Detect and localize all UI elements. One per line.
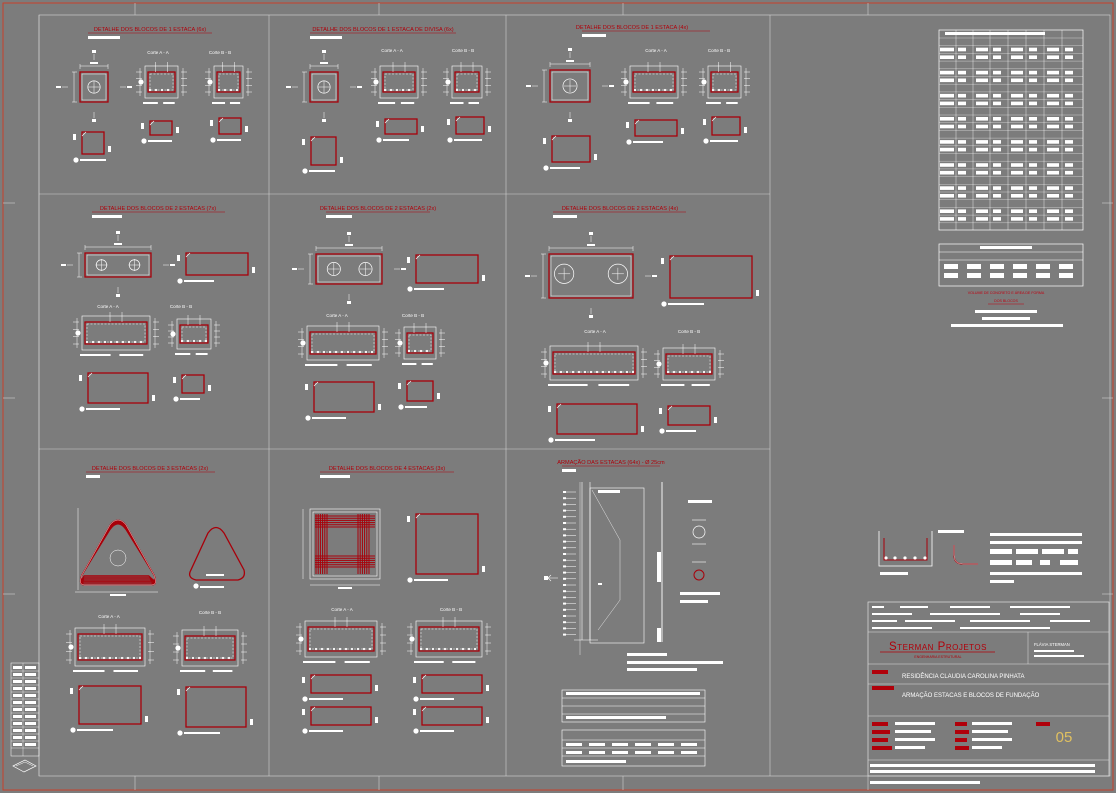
panel-2-title: DETALHE DOS BLOCOS DE 1 ESTACA DE DIVISA… xyxy=(312,27,453,33)
company-name: Sterman Projetos xyxy=(889,641,987,653)
panel-4-title: DETALHE DOS BLOCOS DE 2 ESTACAS (7x) xyxy=(100,206,216,212)
volume-table-note-1: VOLUME DE CONCRETO E ÁREA DE FORMA xyxy=(968,291,1045,295)
concrete-volume-table: VOLUME DE CONCRETO E ÁREA DE FORMA DOS B… xyxy=(938,243,1084,327)
panel-9-title: ARMAÇÃO DAS ESTACAS (64x) - Ø 25cm xyxy=(557,459,665,466)
title-underlines xyxy=(86,30,710,473)
panel-5-cut-a: Corte A - A xyxy=(326,313,348,318)
panel-8-cut-a: Corte A - A xyxy=(331,607,353,612)
rebar-legend xyxy=(878,530,1082,583)
panel-1-title: DETALHE DOS BLOCOS DE 1 ESTACA (6x) xyxy=(94,27,206,33)
inner-frame xyxy=(38,14,1111,777)
panel-7-cut-a: Corte A - A xyxy=(98,614,120,619)
panel-6-cut-b: Corte B - B xyxy=(678,329,700,334)
title-subbars xyxy=(86,34,606,478)
engineer-name: FLÁVIA STERMAN xyxy=(1034,642,1070,647)
company-subtitle: ENGENHARIA ESTRUTURAL xyxy=(914,655,961,659)
panel-7-cut-b: Corte B - B xyxy=(199,610,221,615)
panel-grid xyxy=(3,3,1113,790)
panel-3-cut-a: Corte A - A xyxy=(645,48,667,53)
panel-4-cut-a: Corte A - A xyxy=(97,304,119,309)
title-block: Sterman Projetos ENGENHARIA ESTRUTURAL F… xyxy=(867,601,1110,784)
rebar-schedule-table xyxy=(938,29,1084,231)
sheet-number: 05 xyxy=(1056,729,1073,746)
panel-1-cut-a: Corte A - A xyxy=(147,50,169,55)
panel-6-title: DETALHE DOS BLOCOS DE 2 ESTACAS (4x) xyxy=(562,206,678,212)
panel-4-cut-b: Corte B - B xyxy=(170,304,192,309)
panel-3-title: DETALHE DOS BLOCOS DE 1 ESTACA (4x) xyxy=(576,25,688,31)
panel-6-cut-a: Corte A - A xyxy=(584,329,606,334)
block-details xyxy=(56,48,759,767)
client-name: RESIDÊNCIA CLAUDIA CAROLINA PINHATA xyxy=(902,672,1024,680)
panel-titles: DETALHE DOS BLOCOS DE 1 ESTACA (6x) DETA… xyxy=(92,25,688,472)
panel-8-title: DETALHE DOS BLOCOS DE 4 ESTACAS (3x) xyxy=(329,466,445,472)
volume-table-note-2: DOS BLOCOS xyxy=(994,299,1018,303)
panel-2-cut-a: Corte A - A xyxy=(381,48,403,53)
panel-8-cut-b: Corte B - B xyxy=(440,607,462,612)
panel-5-cut-b: Corte B - B xyxy=(402,313,424,318)
panel-5-title: DETALHE DOS BLOCOS DE 2 ESTACAS (2x) xyxy=(320,206,436,212)
panel-7-title: DETALHE DOS BLOCOS DE 3 ESTACAS (2x) xyxy=(92,466,208,472)
revision-table xyxy=(10,662,40,773)
panel-3-cut-b: Corte B - B xyxy=(708,48,730,53)
drawing-subject: ARMAÇÃO ESTACAS E BLOCOS DE FUNDAÇÃO xyxy=(902,692,1040,699)
cut-labels: Corte A - A Corte B - B Corte A - A Cort… xyxy=(97,48,730,619)
panel-2-cut-b: Corte B - B xyxy=(452,48,474,53)
panel-1-cut-b: Corte B - B xyxy=(209,50,231,55)
